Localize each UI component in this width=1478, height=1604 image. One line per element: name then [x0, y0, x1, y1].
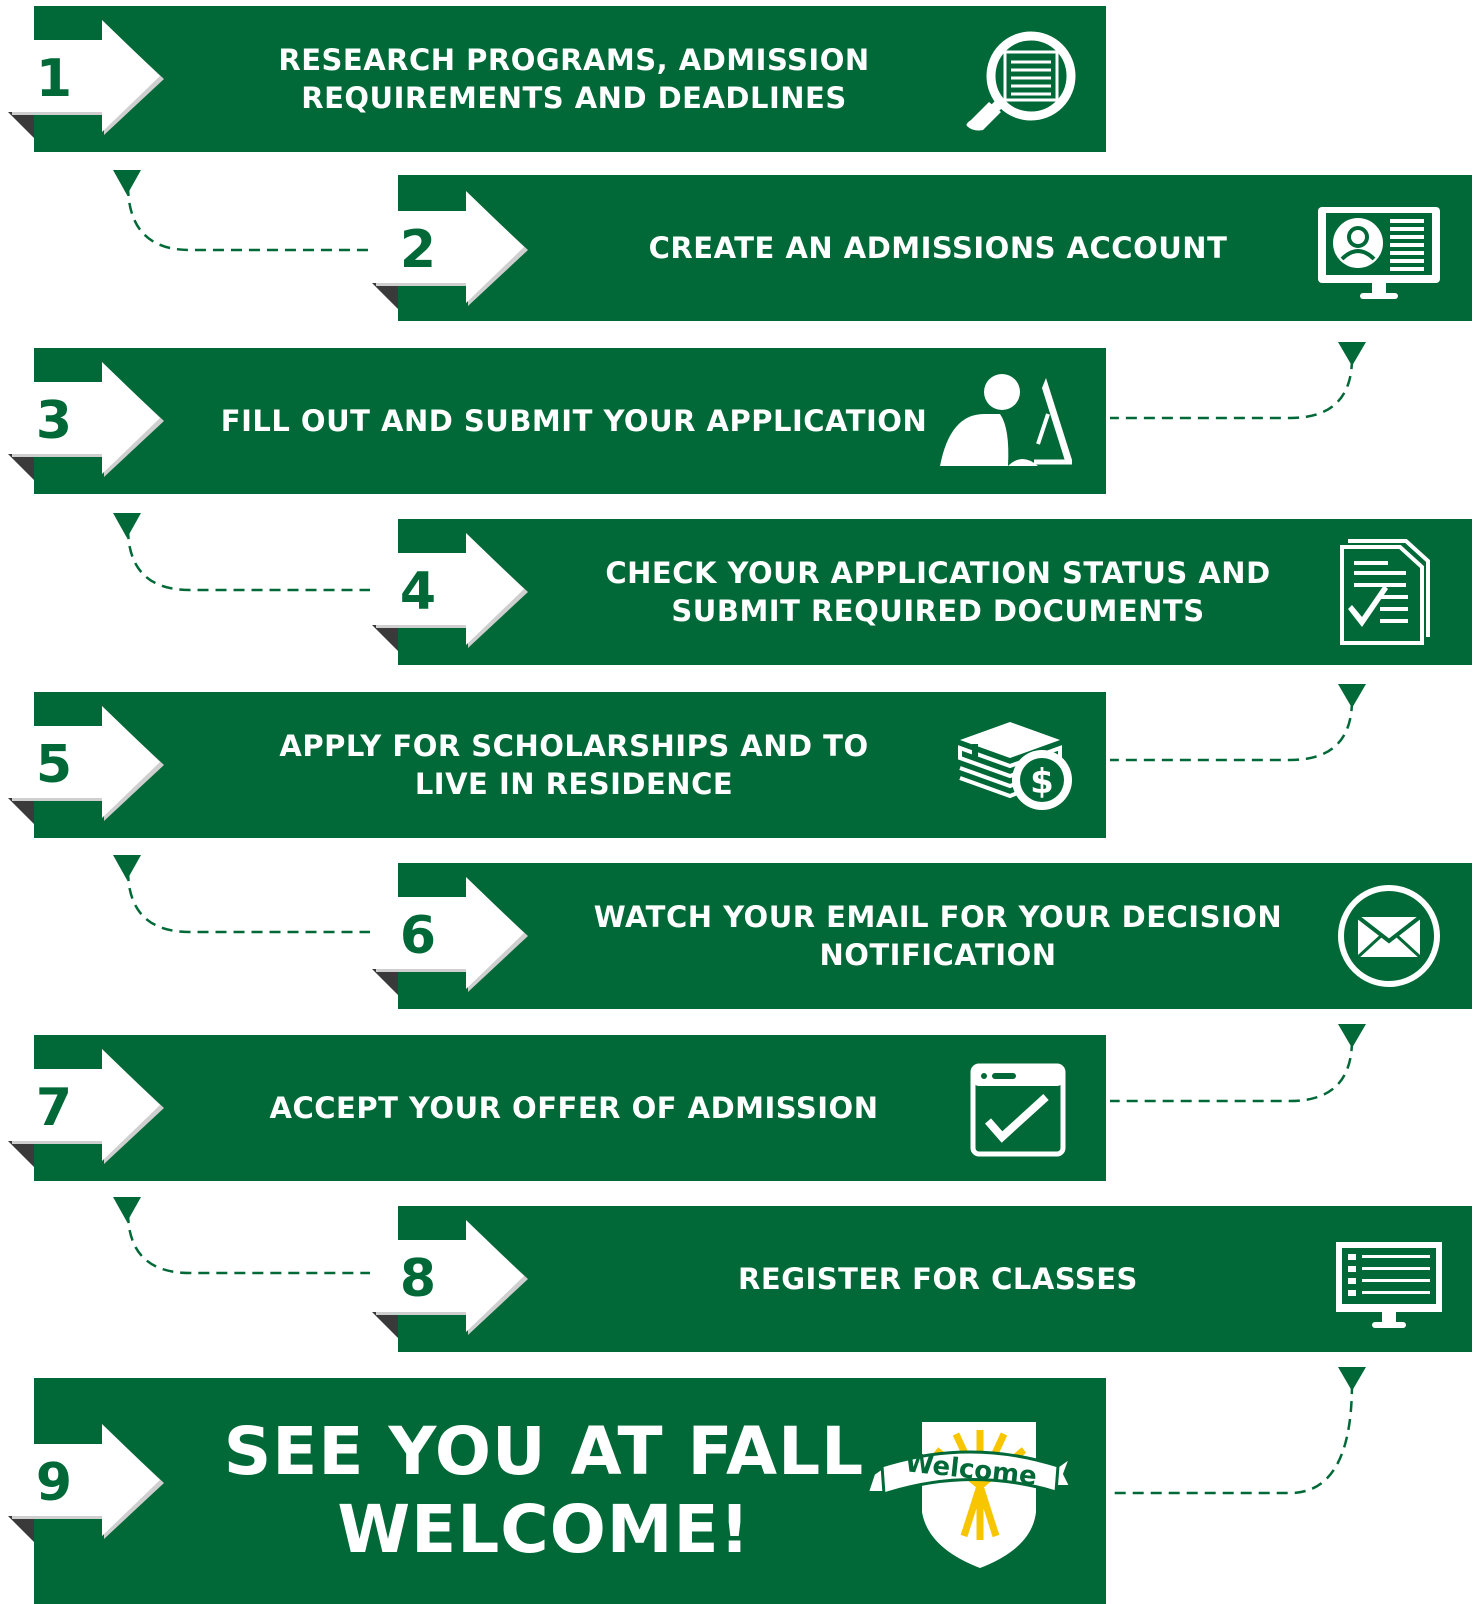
connector-2-3	[1110, 357, 1354, 420]
connector-7-8	[126, 1211, 370, 1275]
step-number: 5	[35, 735, 73, 795]
connector-5-6	[126, 869, 370, 934]
step-1-text: RESEARCH PROGRAMS, ADMISSION REQUIREMENT…	[278, 43, 870, 115]
svg-text:$: $	[1030, 762, 1054, 802]
welcome-shield-icon: Welcome	[866, 1422, 1072, 1568]
step-3-banner: FILL OUT AND SUBMIT YOUR APPLICATION	[34, 348, 1106, 494]
books-money-icon: $	[958, 722, 1072, 810]
arrowhead-down	[113, 855, 141, 880]
connector-3-4	[126, 527, 370, 592]
step-2-text: CREATE AN ADMISSIONS ACCOUNT	[648, 231, 1228, 265]
arrowhead-down	[1338, 1024, 1366, 1048]
step-4-number-badge: 4	[372, 533, 532, 651]
step-1-number-badge: 1	[8, 20, 168, 138]
person-at-computer-icon	[940, 374, 1072, 466]
browser-checkmark-icon	[970, 1063, 1066, 1157]
step-5-text: APPLY FOR SCHOLARSHIPS AND TO LIVE IN RE…	[279, 729, 869, 801]
step-number: 1	[35, 49, 73, 109]
magnifier-icon	[966, 31, 1076, 131]
step-number: 7	[35, 1078, 73, 1138]
step-number: 2	[399, 220, 437, 280]
step-9-text: SEE YOU AT FALL WELCOME!	[223, 1413, 865, 1568]
computer-profile-icon	[1318, 207, 1440, 299]
arrow-badge-shape	[8, 1424, 164, 1542]
step-4-banner: CHECK YOUR APPLICATION STATUS AND SUBMIT…	[398, 519, 1472, 665]
connector-6-7	[1110, 1039, 1354, 1103]
arrow-badge-shape	[372, 1220, 528, 1338]
step-3-text: FILL OUT AND SUBMIT YOUR APPLICATION	[220, 404, 928, 438]
step-9-banner: SEE YOU AT FALL WELCOME! Welcome	[34, 1378, 1106, 1604]
arrow-badge-shape	[8, 706, 164, 824]
step-8-text: REGISTER FOR CLASSES	[738, 1262, 1138, 1296]
arrowhead-down	[113, 170, 141, 195]
step-7-text: ACCEPT YOUR OFFER OF ADMISSION	[269, 1091, 879, 1125]
arrowhead-down	[1338, 342, 1366, 366]
step-6-banner: WATCH YOUR EMAIL FOR YOUR DECISION NOTIF…	[398, 863, 1472, 1009]
arrow-badge-shape	[372, 533, 528, 651]
step-8-banner: REGISTER FOR CLASSES	[398, 1206, 1472, 1352]
step-number: 3	[35, 391, 73, 451]
step-number: 4	[399, 562, 437, 622]
arrow-badge-shape	[8, 1049, 164, 1167]
arrow-badge-shape	[8, 362, 164, 480]
arrowhead-down	[1338, 1367, 1366, 1391]
step-number: 9	[35, 1453, 73, 1513]
connector-4-5	[1110, 699, 1354, 762]
arrow-badge-shape	[8, 20, 164, 138]
step-6-number-badge: 6	[372, 877, 532, 995]
step-5-number-badge: 5	[8, 706, 168, 824]
connector-1-2	[126, 184, 370, 252]
step-7-banner: ACCEPT YOUR OFFER OF ADMISSION	[34, 1035, 1106, 1181]
step-9-number-badge: 9	[8, 1424, 168, 1542]
monitor-list-icon	[1336, 1242, 1442, 1328]
step-2-banner: CREATE AN ADMISSIONS ACCOUNT	[398, 175, 1472, 321]
step-number: 8	[399, 1249, 437, 1309]
step-3-number-badge: 3	[8, 362, 168, 480]
step-8-number-badge: 8	[372, 1220, 532, 1338]
arrow-badge-shape	[372, 191, 528, 309]
arrowhead-down	[1338, 684, 1366, 708]
arrow-badge-shape	[372, 877, 528, 995]
arrowhead-down	[113, 513, 141, 538]
step-7-number-badge: 7	[8, 1049, 168, 1167]
step-5-banner: APPLY FOR SCHOLARSHIPS AND TO LIVE IN RE…	[34, 692, 1106, 838]
step-1-banner: RESEARCH PROGRAMS, ADMISSION REQUIREMENT…	[34, 6, 1106, 152]
arrowhead-down	[113, 1197, 141, 1222]
step-number: 6	[399, 906, 437, 966]
step-2-number-badge: 2	[372, 191, 532, 309]
checklist-document-icon	[1340, 539, 1430, 645]
step-4-text: CHECK YOUR APPLICATION STATUS AND SUBMIT…	[605, 556, 1271, 628]
envelope-icon	[1338, 885, 1440, 987]
step-6-text: WATCH YOUR EMAIL FOR YOUR DECISION NOTIF…	[593, 900, 1283, 972]
connector-8-9	[1110, 1382, 1354, 1495]
